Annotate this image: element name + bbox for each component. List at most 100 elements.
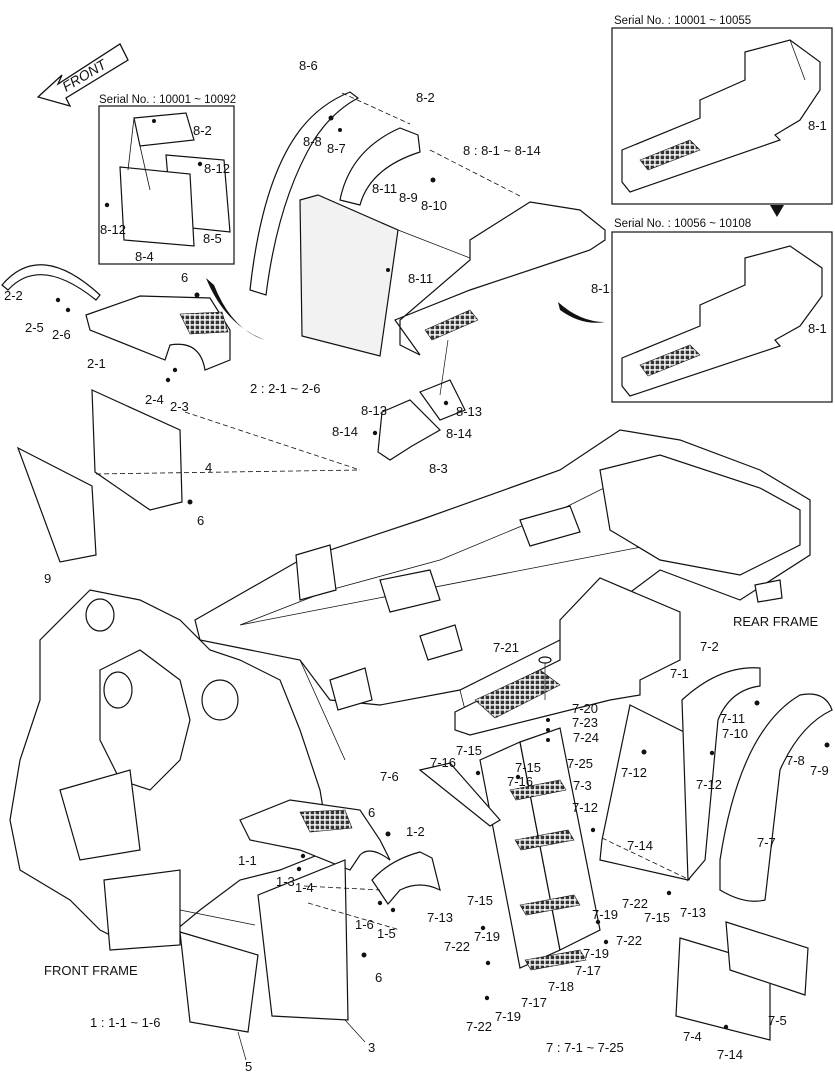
callout-6-d: 6 <box>375 970 382 985</box>
callout-7-11: 7-11 <box>720 711 745 726</box>
rear-frame: REAR FRAME <box>194 429 819 761</box>
group-7: 7-21 7-1 7-2 7-20 7-23 7-24 7-25 7-15 7-… <box>380 577 833 1062</box>
callout-7-19-d: 7-19 <box>495 1009 521 1024</box>
callout-7-19-b: 7-19 <box>592 907 618 922</box>
callout-7-3: 7-3 <box>573 778 592 793</box>
callout-8-14-b: 8-14 <box>446 426 472 441</box>
callout-7-10: 7-10 <box>722 726 748 741</box>
callout-3: 3 <box>368 1040 375 1055</box>
group-8: 8-6 8-2 8-8 8-7 8-11 8-9 8-10 8 : 8-1 ~ … <box>206 58 610 476</box>
callout-7-5: 7-5 <box>768 1013 787 1028</box>
inset-box-8-1b: Serial No. : 10056 ~ 10108 8-1 <box>611 218 833 403</box>
callout-7-22-a: 7-22 <box>622 896 648 911</box>
callout-8-2: 8-2 <box>416 90 435 105</box>
callout-8-7: 8-7 <box>327 141 346 156</box>
callout-7-15-a: 7-15 <box>456 743 482 758</box>
callout-8-4: 8-4 <box>135 249 154 264</box>
callout-7-15-b: 7-15 <box>515 760 541 775</box>
callout-8-9: 8-9 <box>399 190 418 205</box>
callout-7-14-a: 7-14 <box>627 838 653 853</box>
callout-8-10: 8-10 <box>421 198 447 213</box>
callout-7-16-a: 7-16 <box>430 755 456 770</box>
group-7-range: 7 : 7-1 ~ 7-25 <box>546 1040 624 1055</box>
callout-8-8: 8-8 <box>303 134 322 149</box>
callout-1-6: 1-6 <box>355 917 374 932</box>
callout-8-13-b: 8-13 <box>456 404 482 419</box>
callout-7-2: 7-2 <box>700 639 719 654</box>
callout-7-22-c: 7-22 <box>444 939 470 954</box>
callout-6-c: 6 <box>368 805 375 820</box>
callout-1-4: 1-4 <box>295 880 314 895</box>
callout-7-1: 7-1 <box>670 666 689 681</box>
callout-7-12-b: 7-12 <box>696 777 722 792</box>
callout-8-2-inset: 8-2 <box>193 123 212 138</box>
group-8-range: 8 : 8-1 ~ 8-14 <box>463 143 541 158</box>
callout-7-7: 7-7 <box>757 835 776 850</box>
callout-7-22-d: 7-22 <box>466 1019 492 1034</box>
callout-1-2: 1-2 <box>406 824 425 839</box>
rear-frame-label: REAR FRAME <box>733 614 819 629</box>
callout-4: 4 <box>205 460 212 475</box>
callout-7-12-a: 7-12 <box>621 765 647 780</box>
callout-7-16-b: 7-16 <box>507 774 533 789</box>
callout-7-23: 7-23 <box>572 715 598 730</box>
callout-7-21: 7-21 <box>493 640 519 655</box>
callout-7-22-b: 7-22 <box>616 933 642 948</box>
callout-7-20: 7-20 <box>572 701 598 716</box>
callout-6-b: 6 <box>197 513 204 528</box>
callout-9: 9 <box>44 571 51 586</box>
callout-7-15-c: 7-15 <box>644 910 670 925</box>
callout-1-3: 1-3 <box>276 874 295 889</box>
callout-7-6: 7-6 <box>380 769 399 784</box>
callout-8-1-a: 8-1 <box>808 118 827 133</box>
callout-8-13-a: 8-13 <box>361 403 387 418</box>
front-frame-label: FRONT FRAME <box>44 963 138 978</box>
callout-2-6: 2-6 <box>52 327 71 342</box>
callout-1-5: 1-5 <box>377 926 396 941</box>
callout-7-12-c: 7-12 <box>572 800 598 815</box>
callout-7-4: 7-4 <box>683 1029 702 1044</box>
group-2-range: 2 : 2-1 ~ 2-6 <box>250 381 320 396</box>
serial-label-8-1a: Serial No. : 10001 ~ 10055 <box>614 15 751 27</box>
callout-7-15-d: 7-15 <box>467 893 493 908</box>
callout-8-12-inset-b: 8-12 <box>100 222 126 237</box>
callout-7-17-b: 7-17 <box>521 995 547 1010</box>
callout-7-8: 7-8 <box>786 753 805 768</box>
serial-label-8-1b: Serial No. : 10056 ~ 10108 <box>614 218 751 230</box>
serial-label-inset-8: Serial No. : 10001 ~ 10092 <box>99 94 236 106</box>
callout-7-24: 7-24 <box>573 730 599 745</box>
callout-7-19-a: 7-19 <box>474 929 500 944</box>
callout-8-14-a: 8-14 <box>332 424 358 439</box>
callout-7-17-a: 7-17 <box>575 963 601 978</box>
callout-7-13-a: 7-13 <box>680 905 706 920</box>
callout-7-19-c: 7-19 <box>583 946 609 961</box>
callout-2-3: 2-3 <box>170 399 189 414</box>
callout-8-12-inset-a: 8-12 <box>204 161 230 176</box>
callout-5: 5 <box>245 1059 252 1074</box>
callout-8-1-main: 8-1 <box>591 281 610 296</box>
callout-2-1: 2-1 <box>87 356 106 371</box>
group-1: 6 1-2 1-1 1-3 1-4 1-6 1-5 6 3 5 1 : 1-1 … <box>90 799 441 1074</box>
inset-box-8-4: Serial No. : 10001 ~ 10092 8-2 8-12 8-12… <box>98 94 236 265</box>
callout-8-1-b: 8-1 <box>808 321 827 336</box>
group-1-range: 1 : 1-1 ~ 1-6 <box>90 1015 160 1030</box>
callout-2-4: 2-4 <box>145 392 164 407</box>
callout-8-3: 8-3 <box>429 461 448 476</box>
callout-1-1: 1-1 <box>238 853 257 868</box>
front-frame: FRONT FRAME <box>9 589 331 978</box>
callout-7-18: 7-18 <box>548 979 574 994</box>
callout-8-6: 8-6 <box>299 58 318 73</box>
callout-2-5: 2-5 <box>25 320 44 335</box>
callout-8-11-b: 8-11 <box>408 271 433 286</box>
callout-7-13-b: 7-13 <box>427 910 453 925</box>
callout-2-2: 2-2 <box>4 288 23 303</box>
callout-7-25: 7-25 <box>567 756 593 771</box>
group-2: 2-2 2-5 2-6 6 2-1 2-4 2-3 2 : 2-1 ~ 2-6 … <box>1 264 361 586</box>
callout-8-11-a: 8-11 <box>372 181 397 196</box>
callout-8-5: 8-5 <box>203 231 222 246</box>
callout-6-a: 6 <box>181 270 188 285</box>
inset-box-8-1a: Serial No. : 10001 ~ 10055 8-1 <box>611 15 833 217</box>
callout-7-9: 7-9 <box>810 763 829 778</box>
